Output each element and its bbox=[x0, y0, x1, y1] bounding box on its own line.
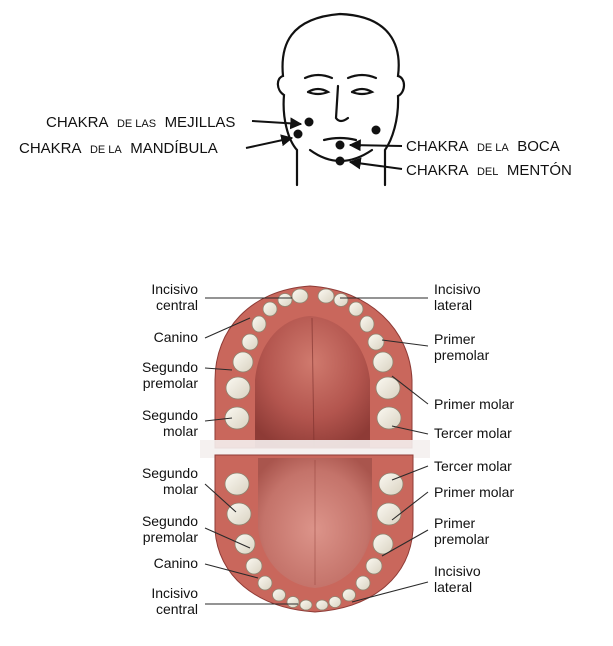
label-ur-primer-premolar-2: premolar bbox=[434, 347, 490, 363]
label-ur-primer-molar: Primer molar bbox=[434, 396, 514, 412]
label-lr-primer-molar: Primer molar bbox=[434, 484, 514, 500]
upper-arch bbox=[215, 286, 412, 448]
upper-tooth bbox=[360, 316, 374, 332]
chin-dot bbox=[336, 157, 345, 166]
label-lr-incisivo-lateral-2: lateral bbox=[434, 579, 472, 595]
right-eye bbox=[352, 89, 372, 94]
upper-tooth bbox=[377, 407, 401, 429]
lower-tooth bbox=[356, 576, 370, 590]
lower-tooth bbox=[343, 589, 356, 601]
lower-tooth bbox=[329, 597, 341, 608]
label-chakra-jaw: CHAKRA DE LA MANDÍBULA bbox=[19, 140, 218, 157]
upper-tooth bbox=[373, 352, 393, 372]
label-ll-canino: Canino bbox=[154, 555, 199, 571]
lower-tooth bbox=[366, 558, 382, 574]
label-ul-incisivo-central-2: central bbox=[156, 297, 198, 313]
label-ll-segundo-molar-2: molar bbox=[163, 481, 198, 497]
upper-tooth bbox=[226, 377, 250, 399]
lower-arch bbox=[215, 455, 413, 612]
label-ul-canino: Canino bbox=[154, 329, 199, 345]
chin-arrow bbox=[350, 162, 402, 169]
upper-tooth bbox=[252, 316, 266, 332]
label-chakra-mouth: CHAKRA DE LA BOCA bbox=[406, 138, 560, 155]
upper-tooth bbox=[368, 334, 384, 350]
jaw-arrow bbox=[246, 138, 292, 148]
label-ul-segundo-premolar-2: premolar bbox=[143, 375, 199, 391]
upper-tooth bbox=[376, 377, 400, 399]
label-ll-segundo-molar-1: Segundo bbox=[142, 465, 198, 481]
upper-tooth bbox=[292, 289, 308, 303]
jaw-dot bbox=[294, 130, 303, 139]
mouth-arrow bbox=[350, 145, 402, 146]
cheek-dot-left bbox=[305, 118, 314, 127]
lower-tooth bbox=[273, 589, 286, 601]
upper-tooth bbox=[318, 289, 334, 303]
upper-tooth bbox=[242, 334, 258, 350]
lower-tooth bbox=[316, 600, 328, 610]
label-ul-incisivo-central-1: Incisivo bbox=[151, 281, 198, 297]
mouth-line bbox=[324, 138, 356, 140]
label-ur-tercer-molar: Tercer molar bbox=[434, 425, 512, 441]
lower-tooth bbox=[258, 576, 272, 590]
label-chakra-cheeks: CHAKRA DE LAS MEJILLAS bbox=[46, 114, 235, 131]
upper-tooth bbox=[334, 294, 348, 307]
lower-tooth bbox=[235, 534, 255, 554]
nose bbox=[336, 86, 348, 121]
label-lr-tercer-molar: Tercer molar bbox=[434, 458, 512, 474]
lower-tooth bbox=[379, 473, 403, 495]
lower-tooth bbox=[287, 597, 299, 608]
lower-tooth bbox=[377, 503, 401, 525]
label-ur-incisivo-lateral-1: Incisivo bbox=[434, 281, 481, 297]
upper-tooth bbox=[233, 352, 253, 372]
label-lr-primer-premolar-1: Primer bbox=[434, 515, 476, 531]
cheek-dot-right bbox=[372, 126, 381, 135]
label-ul-segundo-molar-1: Segundo bbox=[142, 407, 198, 423]
face-drawing bbox=[278, 14, 404, 185]
label-ul-segundo-molar-2: molar bbox=[163, 423, 198, 439]
label-ur-incisivo-lateral-2: lateral bbox=[434, 297, 472, 313]
label-ll-segundo-premolar-1: Segundo bbox=[142, 513, 198, 529]
label-ll-segundo-premolar-2: premolar bbox=[143, 529, 199, 545]
left-eye bbox=[308, 89, 328, 94]
left-eyebrow bbox=[305, 75, 332, 78]
label-ll-incisivo-central-2: central bbox=[156, 601, 198, 617]
lower-tooth bbox=[246, 558, 262, 574]
mouth-dot bbox=[336, 141, 345, 150]
label-lr-primer-premolar-2: premolar bbox=[434, 531, 490, 547]
upper-tooth bbox=[349, 302, 363, 316]
upper-tooth bbox=[278, 294, 292, 307]
right-eyebrow bbox=[348, 75, 376, 78]
lower-tooth bbox=[227, 503, 251, 525]
label-ur-primer-premolar-1: Primer bbox=[434, 331, 476, 347]
lower-tooth bbox=[300, 600, 312, 610]
label-ll-incisivo-central-1: Incisivo bbox=[151, 585, 198, 601]
label-chakra-chin: CHAKRA DEL MENTÓN bbox=[406, 162, 572, 179]
lower-tooth bbox=[225, 473, 249, 495]
label-lr-incisivo-lateral-1: Incisivo bbox=[434, 563, 481, 579]
upper-tooth bbox=[263, 302, 277, 316]
label-ul-segundo-premolar-1: Segundo bbox=[142, 359, 198, 375]
cheeks-arrow bbox=[252, 121, 301, 124]
